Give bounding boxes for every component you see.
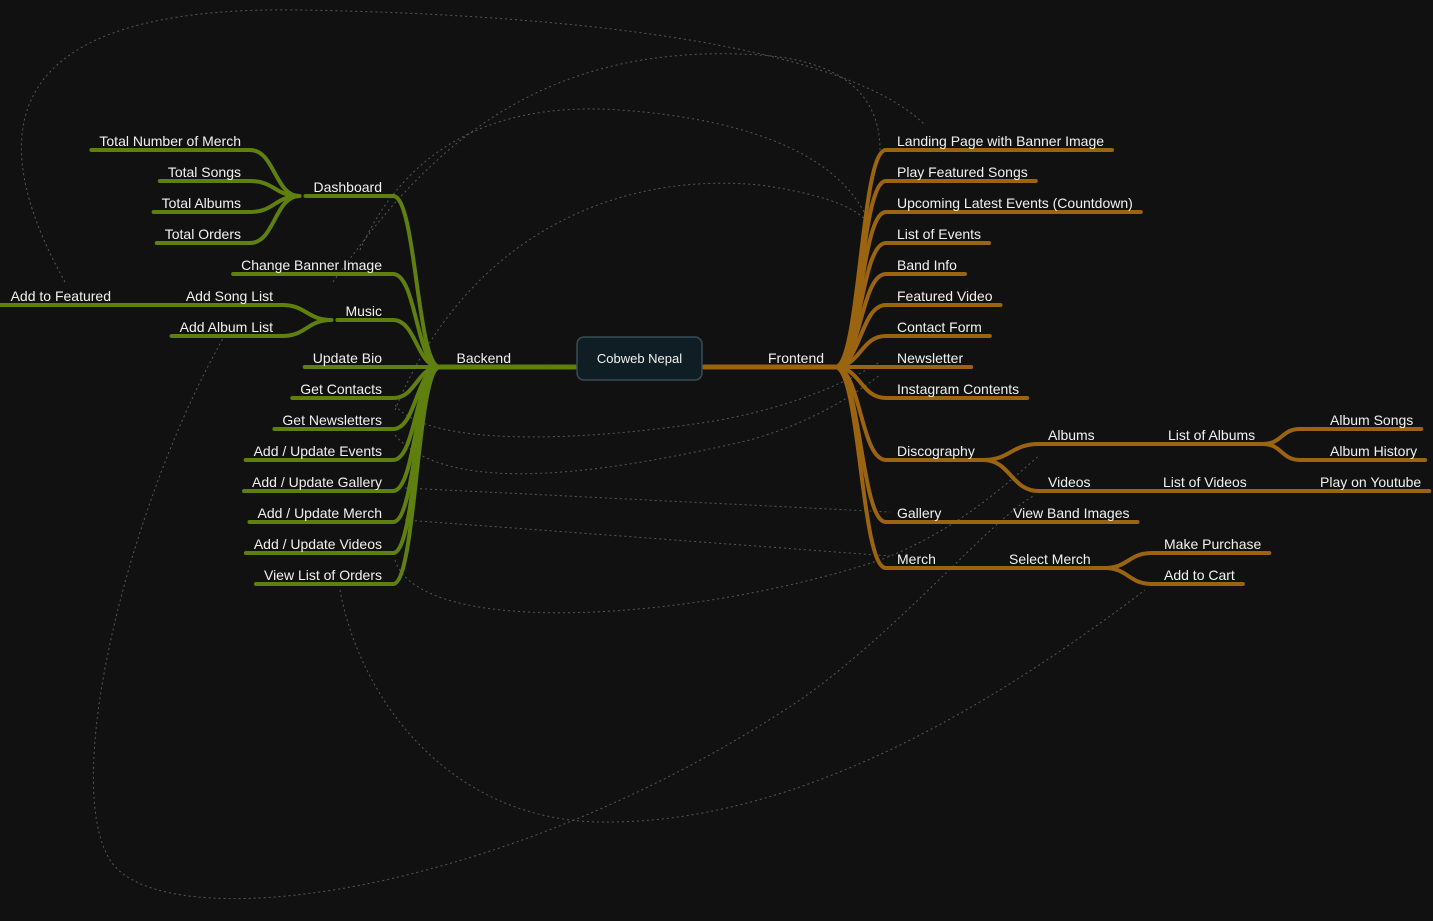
root-node-label: Cobweb Nepal	[597, 351, 682, 366]
branch-album-history	[1261, 442, 1302, 462]
node-list-of-albums[interactable]: List of Albums	[1168, 427, 1255, 443]
branch-total-orders	[248, 194, 302, 245]
node-add-update-gallery[interactable]: Add / Update Gallery	[252, 474, 382, 490]
relation-merch-merch	[404, 519, 891, 557]
node-get-contacts[interactable]: Get Contacts	[300, 381, 382, 397]
node-list-of-videos[interactable]: List of Videos	[1163, 474, 1247, 490]
node-dashboard[interactable]: Dashboard	[314, 179, 383, 195]
relation-events-list-of-events	[394, 182, 871, 411]
node-labels: Backend Dashboard Total Number of MerchTot…	[11, 133, 1422, 583]
branch-lines	[0, 148, 1432, 586]
relation-orders-add-to-cart	[339, 589, 1146, 823]
node-make-purchase[interactable]: Make Purchase	[1164, 536, 1261, 552]
node-add-update-events[interactable]: Add / Update Events	[254, 443, 382, 459]
branch-frontend-gallery	[833, 365, 888, 524]
relation-videos-videos	[394, 454, 1041, 614]
node-albums[interactable]: Albums	[1048, 427, 1095, 443]
root-node[interactable]: Cobweb Nepal	[576, 336, 703, 381]
branch-videos	[980, 458, 1041, 493]
node-featured-video[interactable]: Featured Video	[897, 288, 993, 304]
node-instagram-contents[interactable]: Instagram Contents	[897, 381, 1019, 397]
relation-get-contacts-contact-form	[359, 108, 871, 251]
branch-total-songs	[248, 179, 302, 198]
node-album-history[interactable]: Album History	[1330, 443, 1417, 459]
branch-albums	[980, 442, 1041, 462]
relation-gallery-gallery	[404, 487, 891, 513]
branch-backend-view-list-of-orders	[391, 365, 442, 586]
relation-album-list-albums	[93, 334, 1036, 900]
node-view-band-images[interactable]: View Band Images	[1013, 505, 1129, 521]
node-add-album-list[interactable]: Add Album List	[180, 319, 273, 335]
node-add-song-list[interactable]: Add Song List	[186, 288, 273, 304]
node-add-to-cart[interactable]: Add to Cart	[1164, 567, 1235, 583]
node-list-of-events[interactable]: List of Events	[897, 226, 981, 242]
node-total-albums[interactable]: Total Albums	[162, 195, 241, 211]
node-album-songs[interactable]: Album Songs	[1330, 412, 1413, 428]
node-view-list-of-orders[interactable]: View List of Orders	[264, 567, 382, 583]
node-landing-page-with-banner-image[interactable]: Landing Page with Banner Image	[897, 133, 1104, 149]
node-merch[interactable]: Merch	[897, 551, 936, 567]
node-add-update-merch[interactable]: Add / Update Merch	[257, 505, 382, 521]
node-band-info[interactable]: Band Info	[897, 257, 957, 273]
relationship-lines	[20, 9, 1146, 900]
relation-contacts-contact-form	[394, 374, 881, 475]
node-play-on-youtube[interactable]: Play on Youtube	[1320, 474, 1421, 490]
branch-add-song-list	[280, 303, 334, 322]
node-music[interactable]: Music	[345, 303, 382, 319]
branch-add-album-list	[280, 318, 334, 338]
relation-add-to-featured-play-featured-songs	[20, 9, 926, 283]
node-add-to-featured[interactable]: Add to Featured	[11, 288, 111, 304]
node-add-update-videos[interactable]: Add / Update Videos	[254, 536, 382, 552]
node-videos[interactable]: Videos	[1048, 474, 1091, 490]
branch-make-purchase	[1102, 551, 1154, 570]
node-newsletter[interactable]: Newsletter	[897, 350, 963, 366]
relation-change-banner-landing-page	[332, 53, 881, 283]
root-node-box[interactable]	[576, 336, 703, 381]
node-total-number-of-merch[interactable]: Total Number of Merch	[99, 133, 241, 149]
node-get-newsletters[interactable]: Get Newsletters	[282, 412, 382, 428]
branch-backend-dashboard	[391, 194, 442, 369]
node-change-banner-image[interactable]: Change Banner Image	[241, 257, 382, 273]
node-contact-form[interactable]: Contact Form	[897, 319, 982, 335]
node-total-songs[interactable]: Total Songs	[168, 164, 241, 180]
node-total-orders[interactable]: Total Orders	[165, 226, 241, 242]
node-select-merch[interactable]: Select Merch	[1009, 551, 1091, 567]
node-play-featured-songs[interactable]: Play Featured Songs	[897, 164, 1028, 180]
branch-add-to-cart	[1102, 566, 1154, 586]
relation-newsletters-newsletter	[394, 361, 881, 438]
node-frontend[interactable]: Frontend	[768, 350, 824, 366]
branch-frontend-upcoming-latest-events-countdown	[833, 210, 888, 369]
node-backend[interactable]: Backend	[457, 350, 511, 366]
node-discography[interactable]: Discography	[897, 443, 975, 459]
branch-frontend-merch	[833, 365, 888, 570]
branch-album-songs	[1261, 427, 1302, 446]
node-update-bio[interactable]: Update Bio	[313, 350, 382, 366]
node-upcoming-latest-events-countdown[interactable]: Upcoming Latest Events (Countdown)	[897, 195, 1133, 211]
node-gallery[interactable]: Gallery	[897, 505, 941, 521]
